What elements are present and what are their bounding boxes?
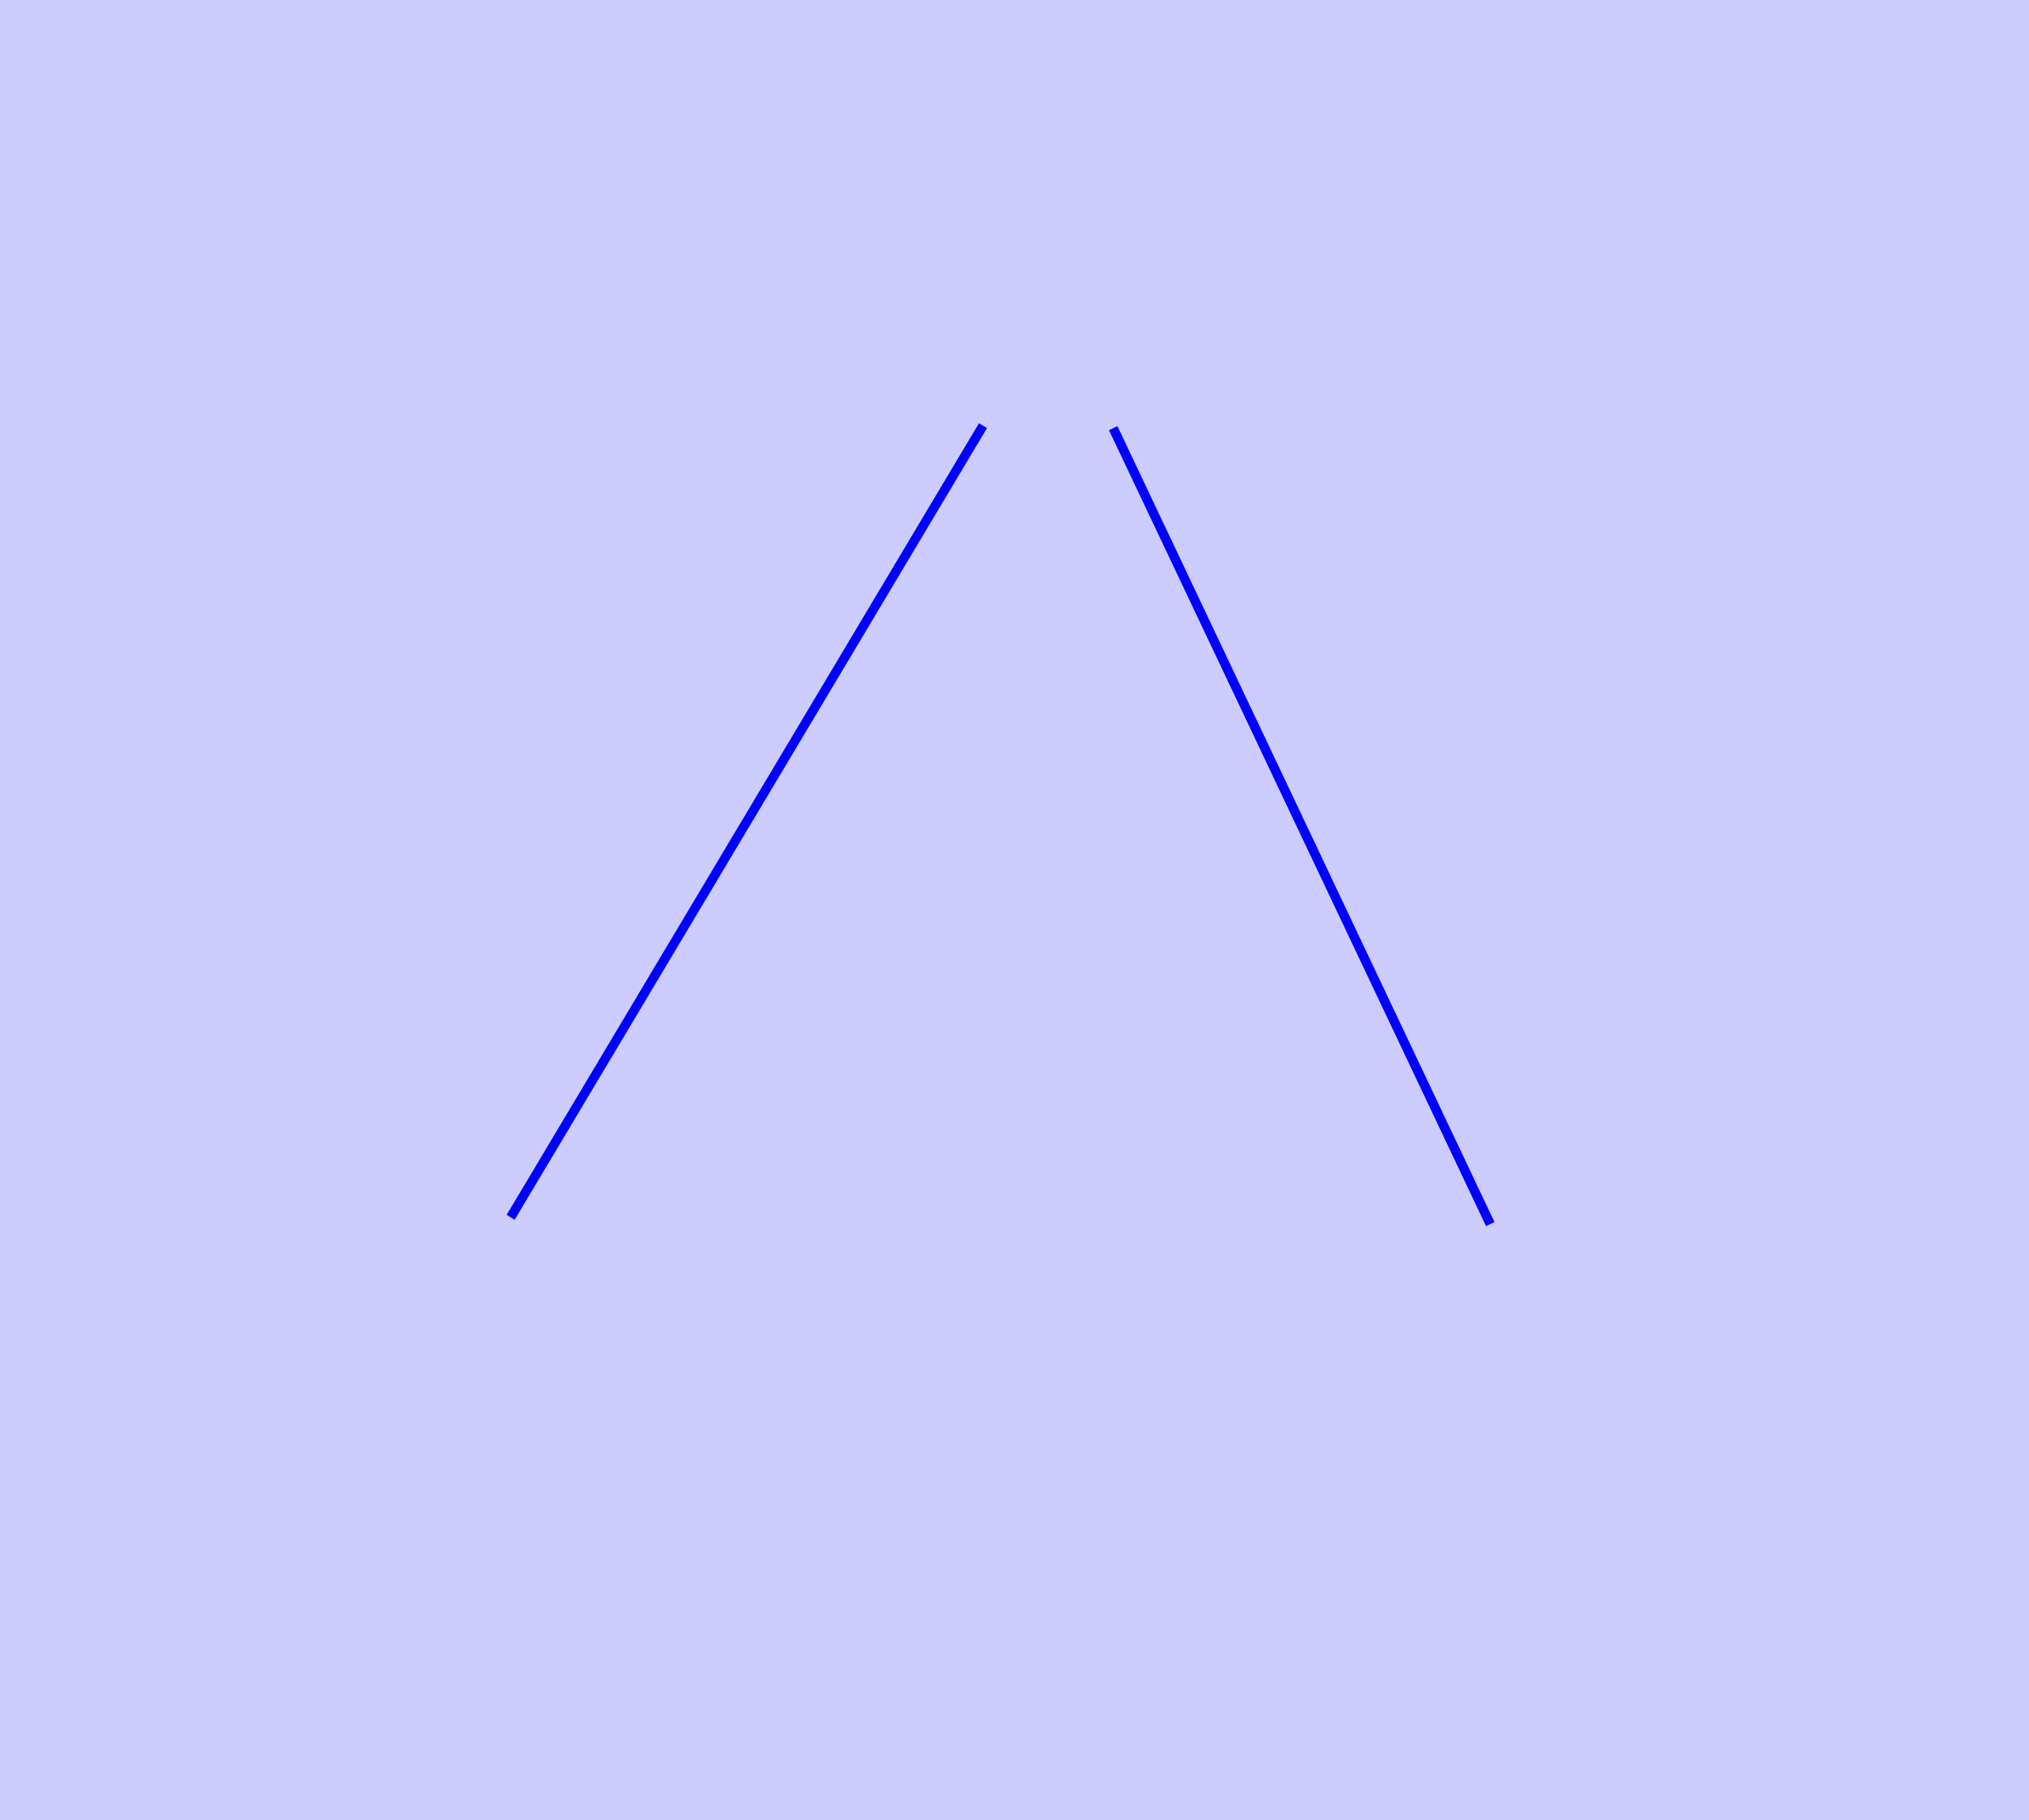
graph-edge: [1109, 426, 1495, 1227]
edges-group: [506, 423, 1495, 1227]
graph-edge: [506, 423, 987, 1220]
